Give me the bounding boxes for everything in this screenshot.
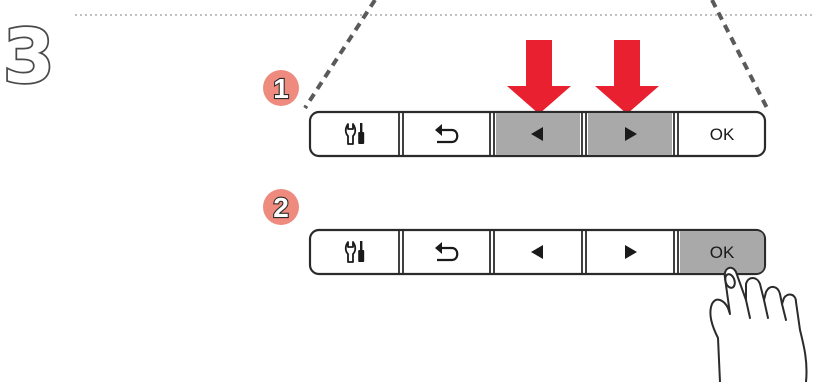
- back-button[interactable]: [398, 230, 459, 274]
- zoom-guide-left: [303, 0, 377, 110]
- ok-label: OK: [710, 125, 735, 144]
- down-arrow-icon: [595, 40, 659, 114]
- right-triangle-icon: [625, 245, 637, 259]
- pointing-hand-icon: [709, 266, 808, 382]
- tools-icon: [344, 123, 365, 145]
- right-triangle-icon: [625, 127, 637, 141]
- svg-text:1: 1: [273, 73, 289, 104]
- step-badge-1: 1: [263, 70, 299, 106]
- zoom-guide-right: [710, 0, 770, 111]
- right-button[interactable]: [581, 112, 672, 156]
- back-button[interactable]: [398, 112, 459, 156]
- step-badge-2: 2: [263, 189, 299, 225]
- ok-button[interactable]: OK: [673, 230, 764, 274]
- back-arrow-icon: [435, 124, 459, 144]
- setup-button[interactable]: [344, 241, 365, 263]
- right-button[interactable]: [581, 230, 637, 274]
- setup-button[interactable]: [344, 123, 365, 145]
- step-number: 3: [3, 14, 55, 100]
- button-panel-row-1: OK: [308, 110, 767, 158]
- down-arrow-icon: [507, 40, 571, 114]
- left-button[interactable]: [489, 230, 543, 274]
- left-button[interactable]: [489, 112, 580, 156]
- back-arrow-icon: [435, 242, 459, 262]
- ok-button[interactable]: OK: [673, 112, 735, 156]
- svg-text:2: 2: [273, 192, 289, 223]
- button-panel-row-2: OK: [308, 228, 767, 276]
- ok-label: OK: [710, 243, 735, 262]
- tools-icon: [344, 241, 365, 263]
- left-triangle-icon: [531, 127, 543, 141]
- left-triangle-icon: [531, 245, 543, 259]
